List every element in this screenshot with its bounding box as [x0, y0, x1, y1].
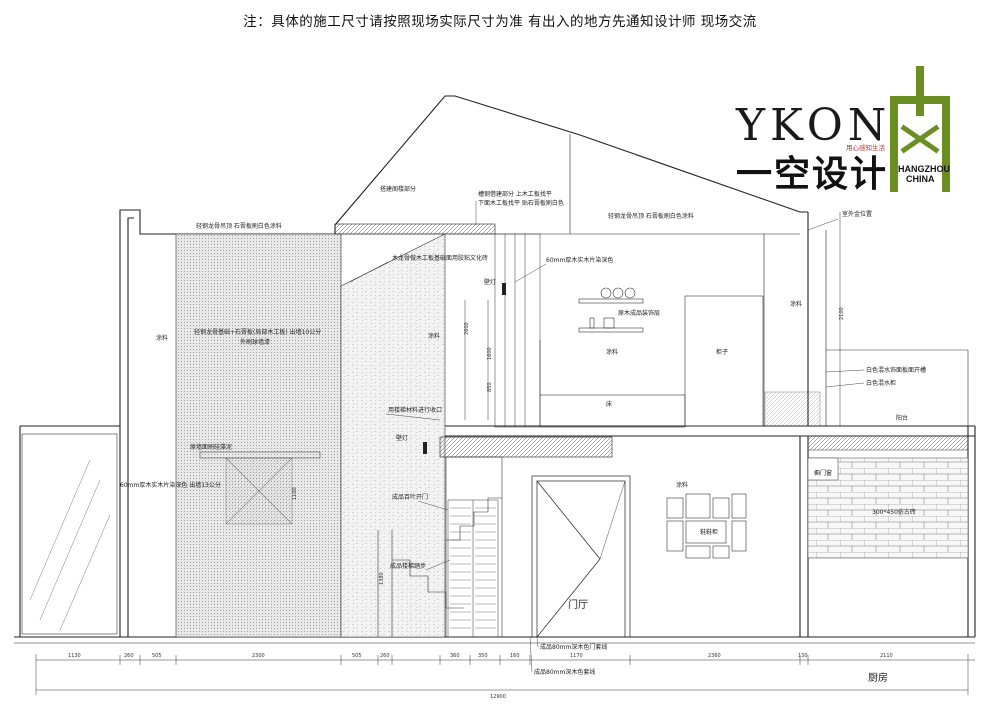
dim-v-6: 1100 [292, 487, 298, 500]
label-photo-wall: 鞋鞋柜 [700, 528, 718, 536]
label-trim-2: 成品80mm深木色套线 [534, 668, 595, 676]
label-wall-lamp-top: 壁灯 [484, 278, 496, 286]
dim-v-4: 2100 [839, 307, 845, 320]
leader-lines [349, 201, 865, 673]
label-keel-board-1: 轻钢龙骨基础+石膏板(局部木工板) 出墙10公分 [194, 328, 321, 336]
label-attic: 搭建阁楼部分 [380, 185, 416, 193]
label-paint-left: 涂料 [156, 334, 168, 342]
label-veneer-60: 60mm厚木实木片染深色 [546, 256, 613, 264]
logo-country: CHINA [906, 174, 935, 184]
label-tile: 300*450仿古砖 [872, 508, 916, 516]
stone-diagonal-section [340, 233, 446, 638]
dim-3: 505 [152, 653, 162, 659]
label-cabinet-doors: 橱门窗 [814, 469, 832, 477]
label-balcony: 阳台 [896, 414, 908, 422]
kitchen-hatch-band [807, 435, 969, 451]
upper-bedroom [539, 295, 969, 428]
label-veneer-left: 60mm厚木实木片染深色 出墙13公分 [120, 481, 221, 489]
label-white-cement-2: 白色混水柜 [866, 379, 896, 387]
logo-mark [890, 66, 950, 192]
attic-floor [334, 223, 613, 458]
label-stair-step: 成品楼梯踏步 [390, 562, 426, 570]
left-window [21, 433, 118, 635]
label-shelf: 原木成品装饰层 [618, 309, 660, 317]
construction-note: 注：具体的施工尺寸请按照现场实际尺寸为准 有出入的地方先通知设计师 现场交流 [243, 14, 757, 30]
wall-lamps [423, 283, 506, 454]
label-paint-bed-wall: 涂料 [606, 348, 618, 356]
dim-v-2: 1600 [487, 347, 493, 360]
wall-shelves [578, 287, 644, 333]
logo-city: HANGZHOU [898, 164, 950, 174]
logo-chinese: 一空设计 [736, 154, 888, 195]
photo-wall [666, 493, 747, 559]
dimension-lines [35, 212, 975, 695]
label-keel-floor-2: 下面木工板找平 贴石膏板刷白色 [478, 199, 564, 207]
dim-1: 1130 [68, 653, 81, 659]
veneer-column [494, 233, 541, 428]
company-logo: YKON 一空设计 HANGZHOU CHINA 用心感知生活 [735, 66, 950, 195]
dim-4: 2300 [252, 653, 265, 659]
label-light-keel-ceiling: 轻钢龙骨吊顶 石膏板刷白色涂料 [196, 222, 282, 230]
dim-10: 1170 [570, 653, 583, 659]
dim-2: 260 [124, 653, 134, 659]
dim-7: 360 [450, 653, 460, 659]
dim-9: 160 [510, 653, 520, 659]
dim-13: 2110 [880, 653, 893, 659]
kitchen-cabinet-door [807, 457, 839, 481]
logo-slogan: 用心感知生活 [846, 143, 886, 152]
label-fireplace: 原墙面刷硅藻泥 [190, 443, 232, 451]
label-bed: 床 [606, 400, 612, 408]
label-stair-collar: 用楼梯材料进行收口 [388, 406, 442, 414]
dim-v-3: 850 [487, 382, 493, 392]
label-skylight: 室外金位置 [842, 210, 872, 218]
label-keel-board-2: 外刷球墙漆 [240, 338, 270, 346]
logo-latin: YKON [735, 100, 891, 151]
dimension-labels: 1130 260 505 2300 505 260 360 350 160 11… [68, 307, 893, 700]
fireplace [199, 451, 321, 525]
culture-stone-wall [175, 233, 342, 638]
annotations: 轻钢龙骨吊顶 石膏板刷白色涂料 搭建阁楼部分 槽钢借建部分 上木工板找平 下面木… [120, 185, 926, 684]
label-light-keel-ceiling-2: 轻钢龙骨吊顶 石膏板刷白色涂料 [608, 212, 694, 220]
dim-11: 2360 [708, 653, 721, 659]
dim-total: 12900 [490, 694, 506, 700]
label-white-cement-1: 白色混水饰面板面开槽 [866, 366, 926, 374]
shutter-door [447, 499, 499, 638]
dim-v-1: 2600 [464, 322, 470, 335]
label-keel-floor-1: 槽钢借建部分 上木工板找平 [478, 190, 552, 198]
left-window-glazing [29, 459, 111, 631]
label-wall-lamp-bottom: 壁灯 [396, 434, 408, 442]
label-trim-1: 成品80mm深木色门套线 [540, 643, 607, 651]
label-paint-lower: 涂料 [676, 481, 688, 489]
label-paint-right-upper: 涂料 [790, 300, 802, 308]
label-paint-mid: 涂料 [428, 332, 440, 340]
label-kitchen: 厨房 [868, 671, 888, 684]
label-cabinet: 柜子 [716, 348, 728, 356]
dim-8: 350 [478, 653, 488, 659]
label-culture-stone: 木龙骨做木工板基础面用胶粘文化砖 [392, 254, 488, 262]
label-foyer: 门厅 [568, 598, 588, 611]
entry-door [531, 475, 631, 638]
dim-5: 505 [352, 653, 362, 659]
dim-v-5: 1380 [379, 572, 385, 585]
dim-6: 260 [380, 653, 390, 659]
dim-12: 130 [798, 653, 808, 659]
label-shutter-door: 成品百叶开门 [392, 493, 428, 501]
